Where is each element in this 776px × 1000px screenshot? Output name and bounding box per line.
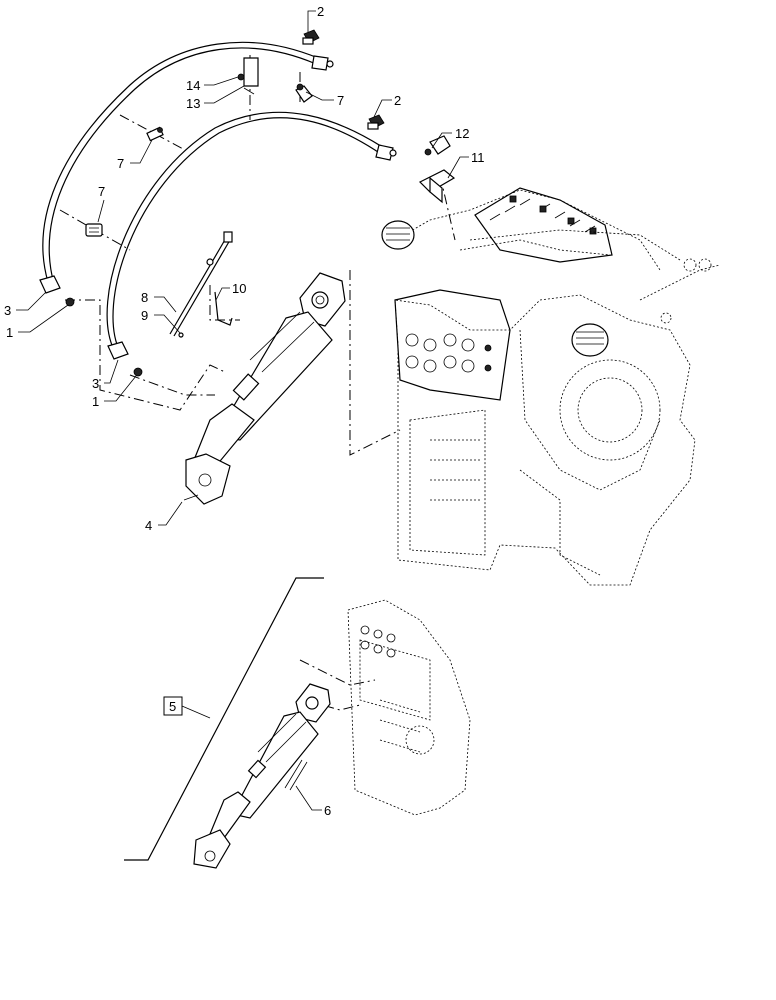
svg-text:5: 5 (169, 699, 176, 714)
bracket-item-13-14 (237, 57, 259, 95)
callout-7-top: 7 (305, 91, 344, 108)
label-decal-item-6 (284, 759, 308, 791)
svg-text:1: 1 (6, 325, 13, 340)
transmission-housing (394, 189, 721, 586)
svg-text:4: 4 (145, 518, 152, 533)
svg-text:7: 7 (117, 156, 124, 171)
callout-7-lower: 7 (97, 184, 105, 223)
callout-11: 11 (447, 150, 485, 179)
valve-block-lower (394, 289, 511, 401)
pin-item-10 (214, 291, 233, 326)
svg-text:2: 2 (317, 4, 324, 19)
svg-text:8: 8 (141, 290, 148, 305)
svg-text:11: 11 (471, 150, 485, 165)
svg-text:6: 6 (324, 803, 331, 818)
callout-13: 13 (186, 85, 245, 111)
callout-5: 5 (163, 696, 211, 719)
callout-2-top: 2 (307, 4, 324, 32)
svg-text:2: 2 (394, 93, 401, 108)
valve-block-upper (469, 187, 681, 263)
coupler-right (571, 323, 609, 357)
bracket-item-11-12 (418, 135, 456, 204)
clamp-item-7-left (146, 126, 164, 142)
detail-housing (347, 599, 471, 816)
callout-3-upper: 3 (4, 291, 47, 318)
callout-6: 6 (295, 785, 331, 818)
callout-2-mid: 2 (373, 93, 401, 118)
svg-text:13: 13 (186, 96, 200, 111)
coupler-left (381, 220, 415, 250)
svg-text:3: 3 (92, 376, 99, 391)
callout-7-left: 7 (117, 139, 153, 171)
callout-10: 10 (215, 281, 246, 301)
callout-12: 12 (431, 126, 469, 149)
clamp-item-7-lower (85, 223, 103, 237)
svg-text:7: 7 (98, 184, 105, 199)
svg-text:3: 3 (4, 303, 11, 318)
svg-text:10: 10 (232, 281, 246, 296)
callout-4: 4 (145, 501, 183, 533)
callout-3-lower: 3 (92, 359, 119, 391)
callout-14: 14 (186, 76, 239, 93)
svg-text:14: 14 (186, 78, 200, 93)
hydraulic-hose-outer (39, 41, 334, 294)
svg-text:9: 9 (141, 308, 148, 323)
callout-1-upper: 1 (6, 304, 69, 340)
seal-item-1-upper (65, 297, 75, 307)
callout-9: 9 (141, 308, 181, 334)
svg-text:1: 1 (92, 394, 99, 409)
clamp-item-7-top (295, 83, 313, 103)
fitting-item-2-top (302, 29, 320, 45)
rod-item-8-9 (169, 231, 233, 338)
seal-item-1-lower (133, 367, 143, 377)
svg-text:7: 7 (337, 93, 344, 108)
detail-view-frame (124, 577, 324, 861)
callout-8: 8 (141, 290, 177, 313)
fitting-item-2-mid (367, 114, 385, 130)
svg-text:12: 12 (455, 126, 469, 141)
callout-1-lower: 1 (92, 375, 137, 409)
top-link-cylinder-item-4 (183, 272, 346, 505)
detail-cylinder (193, 683, 331, 869)
assembly-centerlines (59, 55, 456, 711)
hydraulic-hose-inner (106, 111, 397, 360)
